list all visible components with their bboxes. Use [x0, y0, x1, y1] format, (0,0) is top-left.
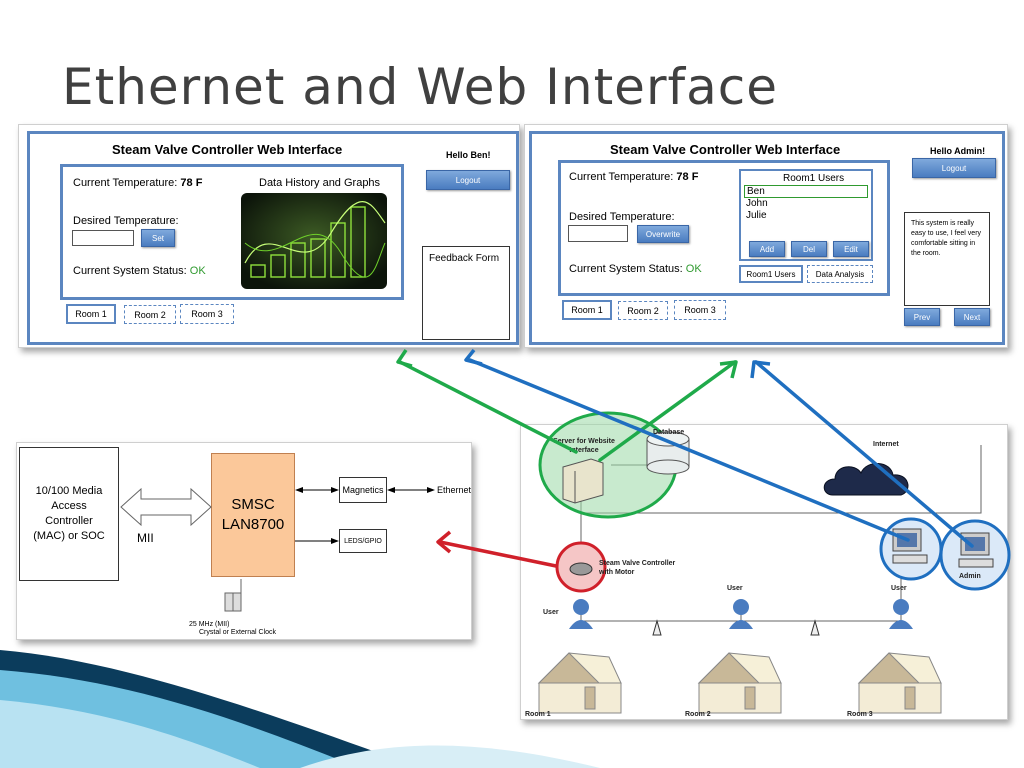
- user-icon-room3: [889, 599, 913, 629]
- admin-tab-room-3[interactable]: Room 3: [674, 300, 726, 320]
- room-label-2: Room 2: [685, 711, 711, 718]
- internet-label: Internet: [873, 441, 899, 448]
- admin-ui-panel: Steam Valve Controller Web Interface Hel…: [524, 124, 1008, 348]
- subtab-data-analysis[interactable]: Data Analysis: [807, 265, 873, 283]
- status-value: OK: [189, 265, 206, 277]
- user-ui-panel: Steam Valve Controller Web Interface Hel…: [18, 124, 520, 348]
- admin-current-temp-value: 78 F: [676, 171, 699, 183]
- blue-arrow-admin-ui: [754, 360, 974, 548]
- current-temp-label: Current Temperature: 78 F: [73, 177, 203, 189]
- room-users-title: Room1 Users: [783, 173, 845, 184]
- admin-current-temp-label: Current Temperature: 78 F: [569, 171, 699, 183]
- user-greeting: Hello Ben!: [446, 150, 491, 160]
- clock-label-2: Crystal or External Clock: [199, 629, 277, 636]
- leds-box: LEDS/GPIO: [339, 529, 387, 553]
- prev-button[interactable]: Prev: [904, 308, 940, 326]
- red-arrow-hardware: [438, 540, 558, 568]
- blue-arrow-user-ui: [468, 358, 910, 542]
- network-panel: Server for Website Interface Database In…: [520, 411, 1011, 720]
- feedback-text: This system is really easy to use, I fee…: [904, 212, 990, 306]
- user-item-ben[interactable]: Ben: [744, 185, 868, 198]
- chip-box: SMSC LAN8700: [211, 453, 295, 577]
- controller-label: Steam Valve Controller with Motor: [599, 560, 676, 576]
- graph-image: [241, 193, 387, 289]
- desired-temp-input[interactable]: [72, 230, 134, 246]
- mac-box: 10/100 Media Access Controller (MAC) or …: [19, 447, 119, 581]
- antenna-icon-2: [810, 619, 820, 636]
- set-button[interactable]: Set: [141, 229, 175, 247]
- database-label: Database: [653, 429, 685, 436]
- overwrite-button[interactable]: Overwrite: [637, 225, 689, 243]
- admin-computer-icon: [958, 532, 994, 568]
- subtab-room1-users[interactable]: Room1 Users: [739, 265, 803, 283]
- user-label-2: User: [727, 585, 743, 592]
- admin-label: Admin: [959, 573, 981, 580]
- mii-label: MII: [137, 531, 154, 545]
- admin-desired-temp-label: Desired Temperature:: [569, 211, 675, 223]
- user-icon-room1: [569, 599, 593, 629]
- hardware-connectors: [120, 487, 435, 612]
- admin-controls-box: Current Temperature: 78 F Desired Temper…: [558, 160, 890, 296]
- add-user-button[interactable]: Add: [749, 241, 785, 257]
- admin-ui-title: Steam Valve Controller Web Interface: [610, 142, 841, 157]
- admin-logout-button[interactable]: Logout: [912, 158, 996, 178]
- network-diagram: [537, 411, 1011, 714]
- graph-title: Data History and Graphs: [259, 177, 381, 189]
- user-item-julie[interactable]: Julie: [746, 210, 767, 221]
- delete-user-button[interactable]: Del: [791, 241, 827, 257]
- feedback-form[interactable]: Feedback Form: [422, 246, 510, 340]
- ethernet-label: Ethernet: [437, 485, 472, 495]
- database-icon: [646, 431, 690, 475]
- user-ui-frame: Steam Valve Controller Web Interface Hel…: [27, 131, 519, 345]
- tab-room-3[interactable]: Room 3: [180, 304, 234, 324]
- user-item-john[interactable]: John: [746, 198, 768, 209]
- edit-user-button[interactable]: Edit: [833, 241, 869, 257]
- server-icon: [562, 458, 604, 504]
- admin-status-label: Current System Status: OK: [569, 263, 702, 275]
- tab-room-1[interactable]: Room 1: [66, 304, 116, 324]
- clock-label-1: 25 MHz (MII): [189, 621, 230, 628]
- green-arrow-admin-ui: [598, 360, 737, 462]
- house-room2: [697, 652, 782, 714]
- hardware-panel: 10/100 Media Access Controller (MAC) or …: [16, 442, 472, 640]
- controller-icon: [569, 562, 593, 576]
- status-label: Current System Status: OK: [73, 265, 206, 277]
- desired-temp-label: Desired Temperature:: [73, 215, 179, 227]
- server-label: Server for Website Interface: [553, 438, 615, 454]
- next-button[interactable]: Next: [954, 308, 990, 326]
- user-label-1: User: [543, 609, 559, 616]
- admin-status-value: OK: [685, 263, 702, 275]
- users-list: Ben John Julie: [744, 185, 868, 222]
- admin-ui-frame: Steam Valve Controller Web Interface Hel…: [529, 131, 1005, 345]
- green-arrow-user-ui: [398, 360, 578, 454]
- house-room3: [857, 652, 942, 714]
- house-room1: [537, 652, 622, 714]
- decorative-swoosh: [0, 650, 600, 768]
- room-users-box: Room1 Users Ben John Julie Add Del Edit: [739, 169, 873, 261]
- tab-room-2[interactable]: Room 2: [124, 305, 176, 324]
- user-ui-title: Steam Valve Controller Web Interface: [112, 142, 343, 157]
- user-controls-box: Current Temperature: 78 F Data History a…: [60, 164, 404, 300]
- slide-title: Ethernet and Web Interface: [62, 58, 778, 116]
- antenna-icon-1: [652, 619, 662, 636]
- current-temp-value: 78 F: [180, 177, 203, 189]
- magnetics-box: Magnetics: [339, 477, 387, 503]
- admin-tab-room-2[interactable]: Room 2: [618, 301, 668, 320]
- admin-greeting: Hello Admin!: [930, 146, 986, 156]
- chip-line-2: LAN8700: [221, 516, 285, 533]
- admin-tab-room-1[interactable]: Room 1: [562, 300, 612, 320]
- admin-desired-temp-input[interactable]: [568, 225, 628, 242]
- logout-button[interactable]: Logout: [426, 170, 510, 190]
- room-label-3: Room 3: [847, 711, 873, 718]
- chip-line-1: SMSC: [231, 496, 275, 513]
- room-label-1: Room 1: [525, 711, 551, 718]
- user-icon-room2: [729, 599, 753, 629]
- user-label-3: User: [891, 585, 907, 592]
